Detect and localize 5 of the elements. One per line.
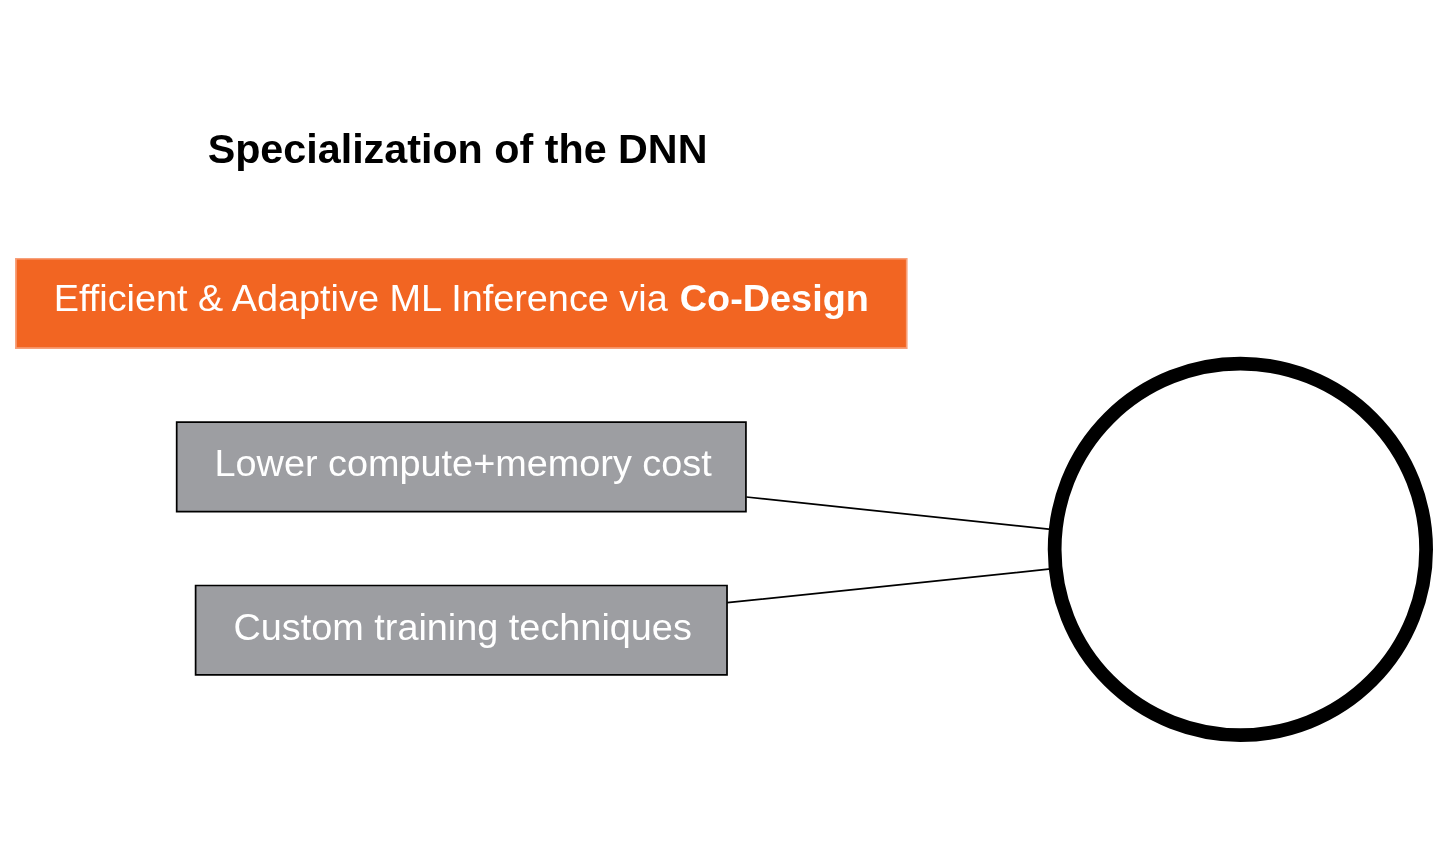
node-box: Efficient & Adaptive ML Inference via Co-Design xyxy=(15,257,908,349)
node-circle xyxy=(1047,356,1433,742)
label: Specialization of the DNN xyxy=(207,125,708,172)
node-box: Lower compute+memory cost xyxy=(175,420,747,512)
node-box: Custom training techniques xyxy=(194,584,728,676)
